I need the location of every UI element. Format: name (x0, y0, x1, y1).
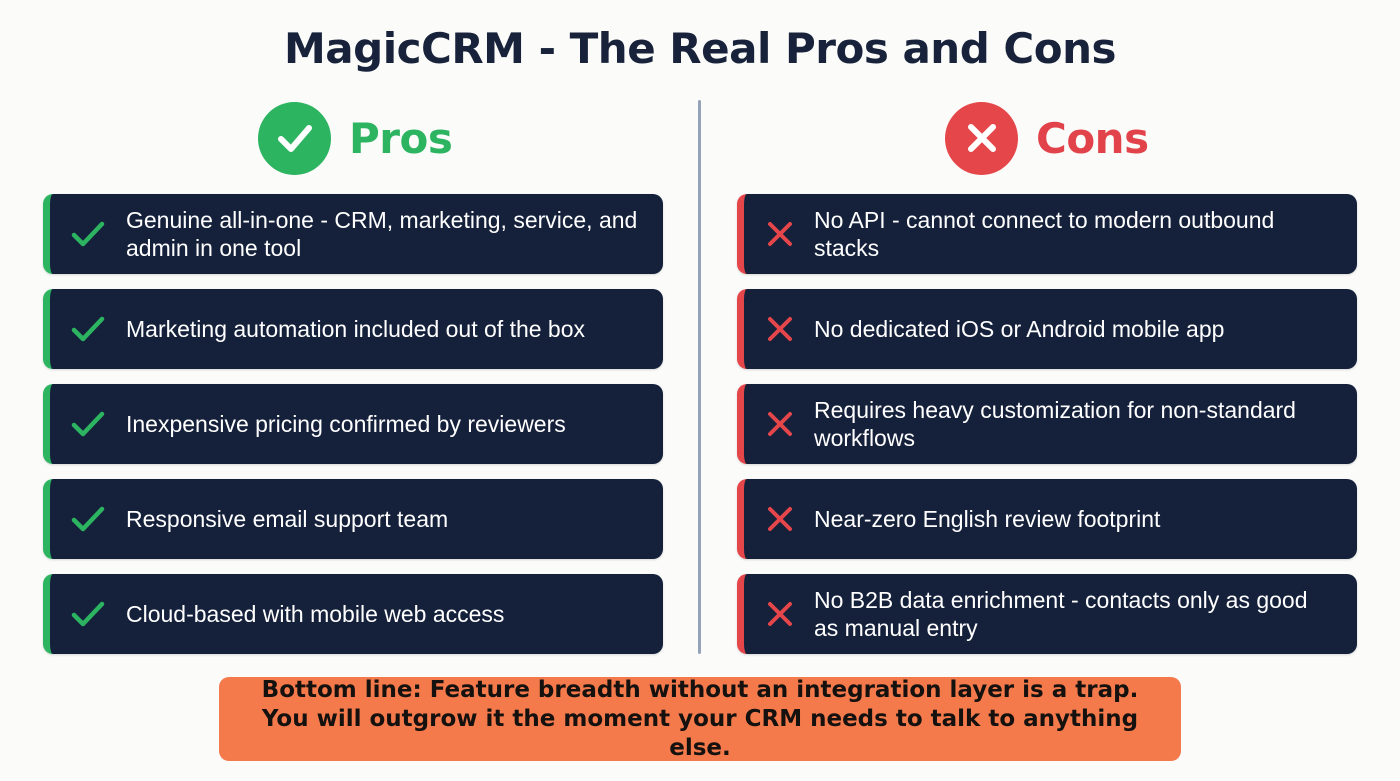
con-item: Near-zero English review footprint (737, 479, 1357, 559)
x-icon (744, 410, 814, 438)
cons-heading: Cons (945, 101, 1149, 175)
con-item-text: No API - cannot connect to modern outbou… (814, 207, 1275, 261)
check-icon (50, 505, 120, 533)
check-icon (50, 600, 120, 628)
x-icon (744, 505, 814, 533)
pros-list: Genuine all-in-one - CRM, marketing, ser… (43, 194, 663, 669)
pro-item: Marketing automation included out of the… (43, 289, 663, 369)
con-item: No dedicated iOS or Android mobile app (737, 289, 1357, 369)
con-item-text: No dedicated iOS or Android mobile app (814, 316, 1225, 342)
con-item-text: No B2B data enrichment - contacts only a… (814, 587, 1308, 641)
x-circle-icon (945, 101, 1018, 175)
page-title: MagicCRM - The Real Pros and Cons (284, 24, 1116, 73)
column-divider (698, 100, 701, 654)
con-item-text: Requires heavy customization for non-sta… (814, 397, 1296, 451)
pro-item-text: Responsive email support team (126, 506, 449, 532)
con-item: No B2B data enrichment - contacts only a… (737, 574, 1357, 654)
pro-item-text: Cloud-based with mobile web access (126, 601, 505, 627)
check-circle-icon (258, 101, 331, 175)
x-icon (744, 220, 814, 248)
cons-heading-label: Cons (1036, 113, 1149, 163)
pro-item-text: Marketing automation included out of the… (126, 316, 586, 342)
pro-item: Genuine all-in-one - CRM, marketing, ser… (43, 194, 663, 274)
x-icon (744, 600, 814, 628)
pro-item: Responsive email support team (43, 479, 663, 559)
check-icon (50, 220, 120, 248)
pro-item-text: Genuine all-in-one - CRM, marketing, ser… (126, 207, 638, 261)
bottom-line-text: Bottom line: Feature breadth without an … (261, 676, 1139, 761)
pros-heading: Pros (258, 101, 453, 175)
check-icon (50, 315, 120, 343)
con-item-text: Near-zero English review footprint (814, 506, 1161, 532)
con-item: Requires heavy customization for non-sta… (737, 384, 1357, 464)
pros-heading-label: Pros (349, 113, 453, 163)
bottom-line-banner: Bottom line: Feature breadth without an … (219, 677, 1181, 761)
pro-item-text: Inexpensive pricing confirmed by reviewe… (126, 411, 566, 437)
cons-list: No API - cannot connect to modern outbou… (737, 194, 1357, 669)
x-icon (744, 315, 814, 343)
con-item: No API - cannot connect to modern outbou… (737, 194, 1357, 274)
pro-item: Inexpensive pricing confirmed by reviewe… (43, 384, 663, 464)
pro-item: Cloud-based with mobile web access (43, 574, 663, 654)
check-icon (50, 410, 120, 438)
